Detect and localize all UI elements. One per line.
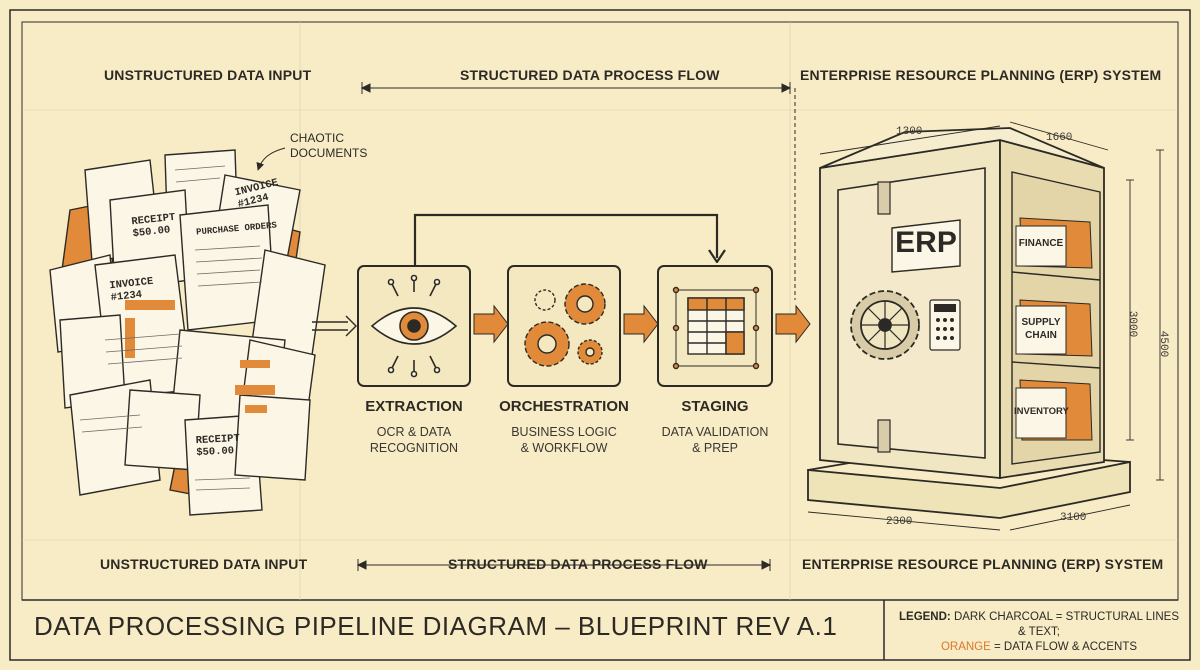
legend-line-2: = DATA FLOW & ACCENTS — [994, 641, 1138, 653]
erp-label: ERP — [895, 226, 957, 259]
input-arrow — [312, 315, 357, 337]
process-flow-dimension-bottom — [356, 559, 772, 571]
note-line-2: DOCUMENTS — [290, 146, 368, 160]
extraction-title: EXTRACTION — [365, 398, 463, 415]
legend-line-1: DARK CHARCOAL = STRUCTURAL LINES & TEXT; — [953, 611, 1179, 638]
flow-arrow-1 — [473, 304, 509, 344]
process-flow-dimension-top — [360, 82, 792, 94]
shelf-inventory: INVENTORY — [1014, 406, 1069, 417]
header-process-flow-top: STRUCTURED DATA PROCESS FLOW — [460, 67, 720, 83]
dim-base-depth: 3100 — [1060, 512, 1087, 524]
header-erp-system-top: ENTERPRISE RESOURCE PLANNING (ERP) SYSTE… — [800, 67, 1162, 83]
staging-box — [657, 265, 773, 387]
gears-icon — [524, 283, 606, 367]
note-line-1: CHAOTIC — [290, 131, 344, 145]
legend-label: LEGEND: — [899, 611, 951, 623]
dim-height-outer: 4500 — [1157, 330, 1170, 358]
erp-dimensions — [807, 121, 1164, 531]
dim-top-width: 1300 — [896, 126, 923, 138]
orchestration-box — [507, 265, 621, 387]
header-unstructured-input-bottom: UNSTRUCTURED DATA INPUT — [100, 556, 308, 572]
table-icon — [672, 286, 760, 370]
feedback-loop-arrow — [413, 213, 726, 265]
eye-icon — [370, 274, 458, 378]
erp-safe — [807, 127, 1131, 519]
outer-frame — [9, 9, 1191, 661]
dim-base-width: 2300 — [886, 516, 913, 528]
flow-arrow-2 — [623, 304, 659, 344]
orchestration-subtitle: BUSINESS LOGIC& WORKFLOW — [511, 425, 617, 455]
receipt-2-title: RECEIPT$50.00 — [195, 432, 241, 460]
orchestration-title: ORCHESTRATION — [499, 398, 629, 415]
header-process-flow-bottom: STRUCTURED DATA PROCESS FLOW — [448, 556, 708, 572]
grid-lines — [22, 22, 1178, 600]
dim-top-depth: 1660 — [1046, 132, 1073, 144]
extraction-box — [357, 265, 471, 387]
invoice-2-title: INVOICE#1234 — [108, 275, 154, 305]
legend-orange: ORANGE — [940, 641, 991, 653]
document-pile — [49, 149, 326, 516]
staging-subtitle: DATA VALIDATION& PREP — [661, 425, 769, 455]
flow-arrow-3 — [775, 304, 811, 344]
footer-title: DATA PROCESSING PIPELINE DIAGRAM – BLUEP… — [34, 611, 838, 641]
legend: LEGEND: DARK CHARCOAL = STRUCTURAL LINES… — [896, 610, 1182, 655]
annotation-leader — [256, 147, 286, 171]
receipt-1-title: RECEIPT$50.00 — [130, 211, 176, 241]
document-lines — [79, 165, 263, 491]
header-unstructured-input-top: UNSTRUCTURED DATA INPUT — [104, 67, 312, 83]
staging-title: STAGING — [681, 398, 749, 415]
dim-height-inner: 3000 — [1126, 310, 1139, 338]
chaotic-documents-note: CHAOTIC DOCUMENTS — [290, 131, 367, 161]
shelf-finance: FINANCE — [1018, 238, 1064, 249]
header-erp-system-bottom: ENTERPRISE RESOURCE PLANNING (ERP) SYSTE… — [802, 556, 1164, 572]
